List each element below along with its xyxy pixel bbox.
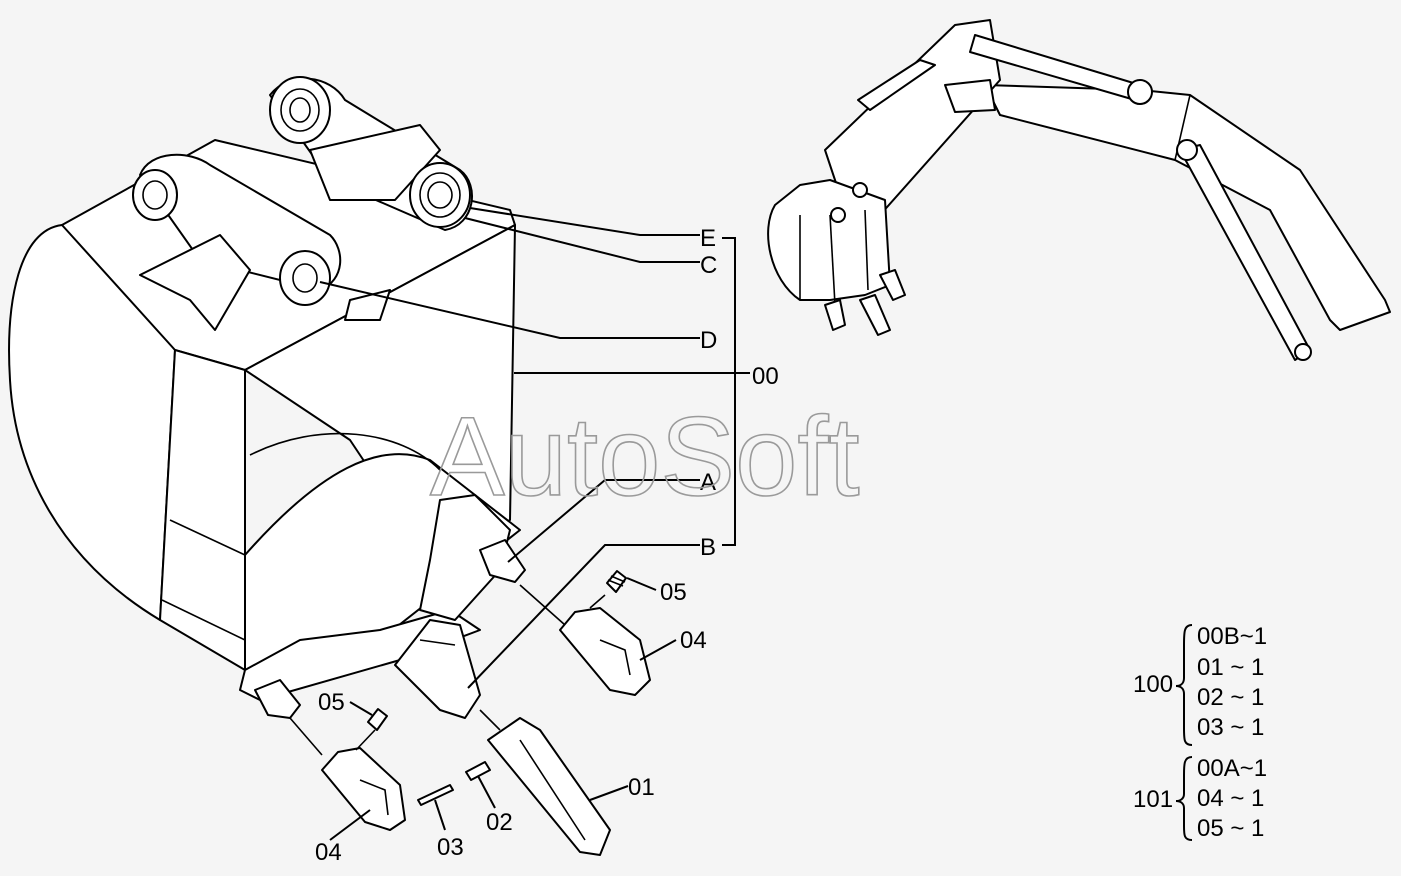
pin-05-left (367, 708, 388, 731)
label-05-right: 05 (660, 579, 687, 606)
assembly-101-item-2: 05 ~ 1 (1197, 815, 1264, 842)
callout-d: D (700, 327, 717, 354)
tooth-point-04-right (559, 607, 651, 696)
watermark: AutoSoft (430, 394, 860, 519)
pin-boss-left-top (132, 169, 178, 221)
label-03: 03 (437, 834, 464, 861)
assembly-100-item-2: 02 ~ 1 (1197, 684, 1264, 711)
label-04-right: 04 (680, 627, 707, 654)
pin-boss-d (279, 250, 331, 306)
callout-a: A (700, 469, 716, 496)
pin-boss-c (409, 162, 471, 228)
label-01: 01 (628, 774, 655, 801)
label-05-left: 05 (318, 689, 345, 716)
pin-02 (465, 761, 491, 781)
label-04-left: 04 (315, 839, 342, 866)
assembly-101-id: 101 (1133, 786, 1173, 813)
assembly-101-item-0: 00A~1 (1197, 755, 1267, 782)
leader-lines (319, 207, 750, 841)
excavator-arm-illustration (767, 19, 1391, 361)
adapter-tooth-center (394, 619, 481, 719)
label-02: 02 (486, 809, 513, 836)
callout-c: C (700, 252, 717, 279)
assembly-101-item-1: 04 ~ 1 (1197, 785, 1264, 812)
tooth-01 (487, 717, 611, 856)
lock-pin-03 (417, 784, 454, 806)
assembly-100-id: 100 (1133, 671, 1173, 698)
callout-e: E (700, 225, 716, 252)
tooth-point-04-left (321, 747, 406, 831)
pin-boss-top-rear (269, 76, 331, 144)
callout-b: B (700, 534, 716, 561)
adapter-tooth-left (254, 679, 301, 719)
assembly-101: 101 00A~1 04 ~ 1 05 ~ 1 (1133, 755, 1267, 842)
assembly-100-item-3: 03 ~ 1 (1197, 714, 1264, 741)
assembly-100-item-0: 00B~1 (1197, 623, 1267, 650)
assembly-100: 100 00B~1 01 ~ 1 02 ~ 1 03 ~ 1 (1133, 623, 1267, 746)
pin-05-right (606, 570, 627, 593)
adapter-tooth-right (479, 539, 526, 583)
callout-group-00: 00 (752, 363, 779, 390)
assembly-100-item-1: 01 ~ 1 (1197, 654, 1264, 681)
